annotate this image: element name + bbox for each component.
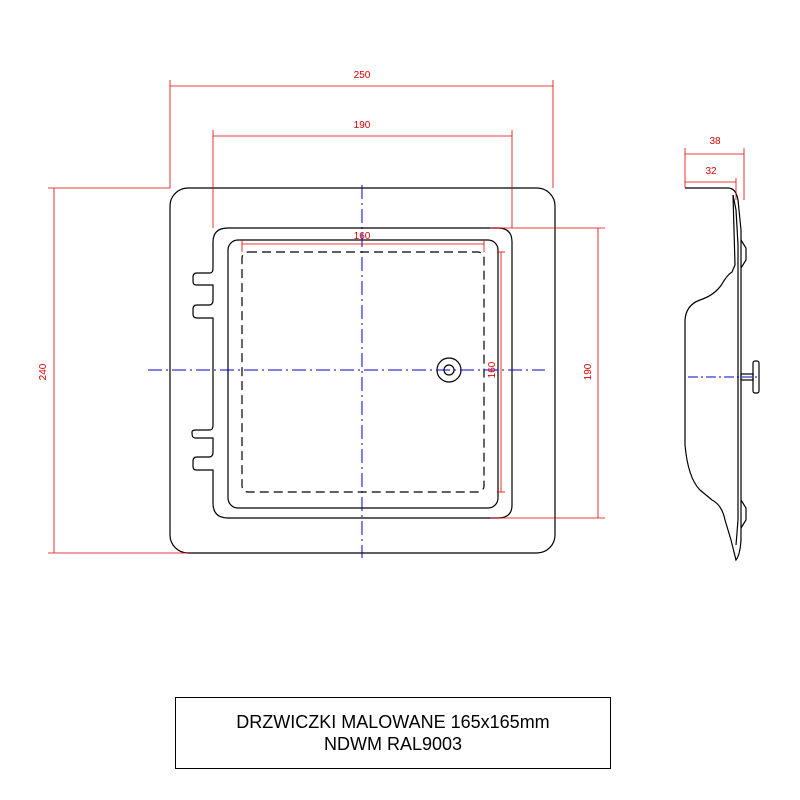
inner-panel xyxy=(227,239,499,509)
dim-label-inner-height: 160 xyxy=(487,361,498,378)
side-hinge-bottom xyxy=(740,499,747,529)
side-view xyxy=(684,187,760,562)
title-line-2: NDWM RAL9003 xyxy=(323,734,463,754)
dim-label-opening-height: 190 xyxy=(583,363,594,380)
dim-label-opening-width: 190 xyxy=(354,120,371,131)
front-view-dimensions xyxy=(48,80,605,554)
front-view xyxy=(148,185,556,558)
title-line-1: DRZWICZKI MALOWANE 165x165mm xyxy=(236,712,550,732)
side-hinge-top xyxy=(740,239,747,269)
side-profile-outer xyxy=(684,187,742,562)
side-profile-inner xyxy=(732,194,739,546)
hidden-inner-outline xyxy=(241,251,485,493)
dim-label-total-depth: 38 xyxy=(709,136,721,147)
side-knob-head xyxy=(752,360,760,394)
title-block: DRZWICZKI MALOWANE 165x165mm NDWM RAL900… xyxy=(175,697,611,769)
side-view-dimensions xyxy=(684,148,745,200)
door-panel-outline xyxy=(191,227,513,519)
dim-label-overall-height: 240 xyxy=(38,363,49,380)
dimension-labels: 250 190 160 240 190 160 38 32 xyxy=(38,70,721,380)
dim-label-overall-width: 250 xyxy=(354,70,371,81)
dim-label-inner-width: 160 xyxy=(354,231,371,242)
dim-label-body-depth: 32 xyxy=(705,166,717,177)
